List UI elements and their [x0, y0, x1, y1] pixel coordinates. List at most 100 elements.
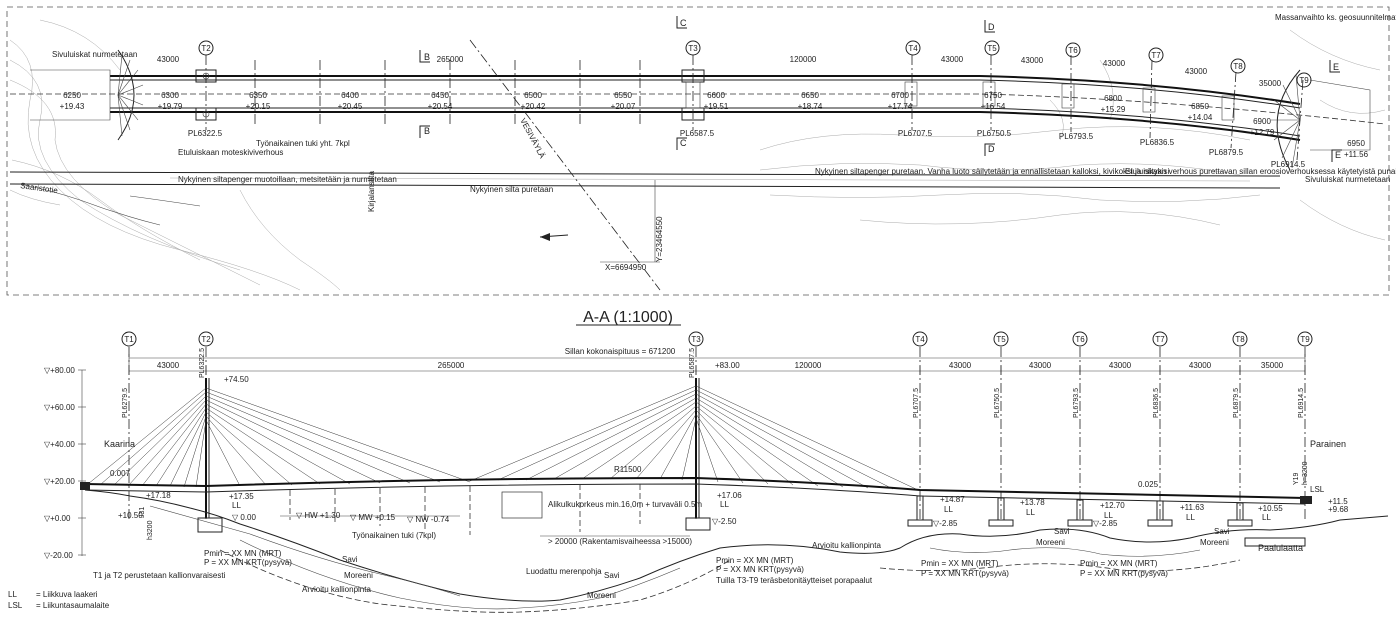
left-elev-4: J31 — [139, 507, 146, 518]
station-elev-6: +20.42 — [521, 102, 546, 111]
plan-support-t6: T6 — [1065, 42, 1081, 58]
deck-radius: R11500 — [614, 465, 642, 474]
plan-pl-t3: PL6587.5 — [680, 129, 715, 138]
elevation-support-bubbles: T1 T2 T3 T4 T5 T6 T7 T8 T9 — [121, 331, 1313, 347]
soil-paalulaatta: Paalulaatta — [1258, 543, 1303, 553]
ll-t2: LL — [232, 501, 241, 510]
soil-moreeni-3: Moreeni — [1036, 538, 1065, 547]
level-20: ▽+20.00 — [44, 477, 75, 486]
elev-support-t7-label: T7 — [1155, 335, 1165, 344]
ll-t5: LL — [1026, 508, 1035, 517]
station-elev-5: +20.54 — [428, 102, 453, 111]
elev-support-t5-label: T5 — [996, 335, 1006, 344]
note-kirjalansilta: Kirjalansilta — [367, 171, 376, 212]
section-marker-b2: B — [424, 126, 430, 136]
level-60: ▽+60.00 — [44, 403, 75, 412]
legend-ll-desc: = Liikkuva laakeri — [36, 590, 98, 599]
elev-pl-t5: PL6750.5 — [994, 388, 1001, 418]
station-pl-12: 6800 — [1104, 94, 1122, 103]
plan-support-t3-label: T3 — [688, 44, 698, 53]
pkrt-t2: P = XX MN KRT(pysyvä) — [204, 558, 292, 567]
ll-t3: LL — [720, 500, 729, 509]
note-etuluiskaan: Etuluiskaan moteskiviverhous — [178, 148, 283, 157]
soil-moreeni-1: Moreeni — [344, 571, 373, 580]
ll-t4: LL — [944, 505, 953, 514]
section-marker-c2: C — [680, 138, 687, 148]
soil-savi-3: Savi — [1054, 527, 1070, 536]
elev-support-t5: T5 — [993, 331, 1009, 347]
elev-pl-t2: PL6322.5 — [199, 348, 206, 378]
legend-ll-abbr: LL — [8, 590, 17, 599]
note-etuluiskaan-right: Etuluiskaan verhous purettavan sillan er… — [1125, 167, 1396, 176]
note-sivuluiskat-right: Sivuluiskat nurmetetaan — [1305, 175, 1390, 184]
pmin-t4: Pmin = XX MN (MRT) — [921, 559, 999, 568]
ll-t7: LL — [1186, 513, 1195, 522]
station-pl-2: 6300 — [161, 91, 179, 100]
station-elev-10: +17.74 — [888, 102, 913, 111]
station-pl-4: 6400 — [341, 91, 359, 100]
section-markers — [419, 16, 1342, 162]
plan-support-t6-label: T6 — [1068, 46, 1078, 55]
plan-support-t5: T5 — [984, 40, 1000, 56]
elev-pl-t3: PL6587.5 — [689, 348, 696, 378]
plan-span-5: 43000 — [1021, 56, 1044, 65]
plan-notes: Sivuluiskat nurmetetaan Etuluiskaan mote… — [20, 13, 1396, 272]
elev-span-8: 35000 — [1261, 361, 1284, 370]
elev-span-6: 43000 — [1109, 361, 1132, 370]
water-nw: ▽ NW -0.74 — [407, 515, 450, 524]
section-marker-b1: B — [424, 52, 430, 62]
level-40: ▽+40.00 — [44, 440, 75, 449]
soil-savi-4: Savi — [1214, 527, 1230, 536]
elev-span-2: 265000 — [438, 361, 465, 370]
ll-t6: LL — [1104, 511, 1113, 520]
elev-support-t4: T4 — [912, 331, 928, 347]
t3t9-note: Tuilla T3-T9 teräsbetonitäytteiset porap… — [716, 576, 873, 585]
base-t2: ▽ 0.00 — [232, 513, 256, 522]
deck-elev-t3: +17.06 — [717, 491, 742, 500]
note-penger-puretaan: Nykyinen siltapenger puretaan. Vanha luo… — [815, 167, 1169, 176]
pmin-t2: Pmin = XX MN (MRT) — [204, 549, 282, 558]
support-axes-plan — [205, 55, 1304, 161]
elev-support-t3-label: T3 — [691, 335, 701, 344]
station-pl-10: 6700 — [891, 91, 909, 100]
elev-span-5: 43000 — [1029, 361, 1052, 370]
left-abutment-plan — [30, 49, 144, 141]
elevation-view: ▽+80.00 ▽+60.00 ▽+40.00 ▽+20.00 ▽+0.00 ▽… — [8, 331, 1389, 613]
plan-span-labels: 43000 265000 120000 43000 43000 43000 43… — [157, 55, 1282, 88]
note-coord-y: Y=23464550 — [655, 216, 664, 262]
stay-cables — [87, 385, 919, 491]
station-pl-13: 6850 — [1191, 102, 1209, 111]
pkrt-t4: P = XX MN KRT(pysyvä) — [921, 569, 1009, 578]
section-title: A-A (1:1000) — [583, 309, 673, 326]
station-elev-11: +16.54 — [981, 102, 1006, 111]
t1t2-note: T1 ja T2 perustetaan kallionvaraisesti — [93, 571, 226, 580]
clearance-text: Alikulkukorkeus min.16,0m + turvaväli 0.… — [548, 500, 702, 509]
right-elev-3: Y19 — [1293, 472, 1300, 485]
elev-pl-t6: PL6793.5 — [1073, 388, 1080, 418]
note-vesivayla: VESIVÄYLÄ — [518, 117, 547, 161]
plan-pl-t8: PL6879.5 — [1209, 148, 1244, 157]
elev-span-7: 43000 — [1189, 361, 1212, 370]
station-elev-13: +14.04 — [1188, 113, 1213, 122]
pylons — [205, 378, 700, 518]
station-pl-8: 6600 — [707, 91, 725, 100]
plan-pl-t5: PL6750.5 — [977, 129, 1012, 138]
station-pl-7: 6550 — [614, 91, 632, 100]
clearance-box — [501, 491, 543, 519]
station-pl-5: 6450 — [431, 91, 449, 100]
elev-support-t8: T8 — [1232, 331, 1248, 347]
ground-profile — [84, 489, 1389, 613]
water-levels: ▽ 0.00 ▽ HW +1.30 ▽ MW +0.15 ▽ NW -0.74 … — [232, 511, 1118, 528]
deck-elev-t8: +10.55 — [1258, 504, 1283, 513]
foundation-notes: Pmin = XX MN (MRT) P = XX MN KRT(pysyvä)… — [93, 549, 1168, 585]
plan-support-t7-label: T7 — [1151, 51, 1161, 60]
water-mw: ▽ MW +0.15 — [350, 513, 396, 522]
ll-t8: LL — [1262, 513, 1271, 522]
station-pl-15: 6950 — [1347, 139, 1365, 148]
grade-right: 0.025 — [1138, 480, 1159, 489]
plan-support-t2: T2 — [198, 40, 214, 56]
right-elev-2: +9.68 — [1328, 505, 1349, 514]
deck-elev-t6: +12.70 — [1100, 501, 1125, 510]
station-pl-11: 6750 — [984, 91, 1002, 100]
right-abutment-labels: +11.5 +9.68 Y19 h=3200 — [1293, 461, 1349, 514]
